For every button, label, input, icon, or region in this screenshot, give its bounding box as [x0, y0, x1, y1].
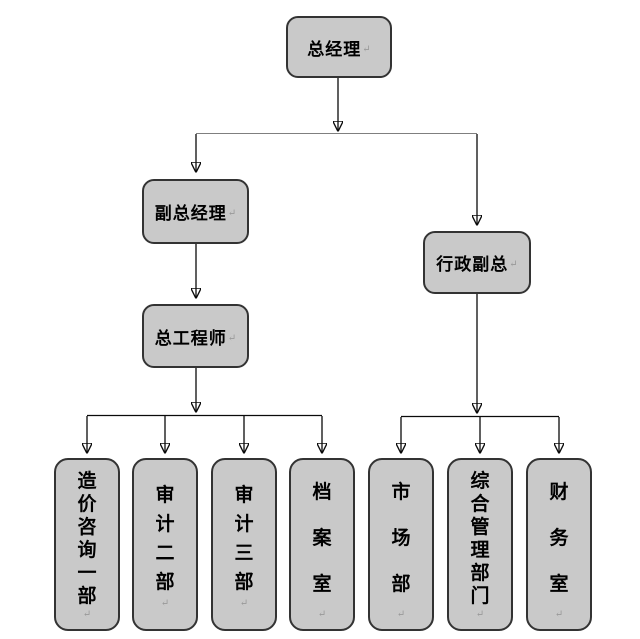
node-general-management-dept: 综合管理部门 ↵: [447, 458, 513, 631]
node-administrative-vice-president: 行政副总↵: [423, 231, 531, 294]
node-archives-room: 档案室 ↵: [289, 458, 355, 631]
return-mark-icon: ↵: [239, 597, 249, 609]
return-mark-icon: ↵: [362, 43, 371, 55]
node-label: 审计二部: [155, 484, 175, 593]
return-mark-icon: ↵: [317, 608, 327, 620]
node-general-manager: 总经理↵: [286, 16, 392, 78]
return-mark-icon: ↵: [396, 608, 406, 620]
return-mark-icon: ↵: [227, 208, 237, 219]
node-finance-room: 财务室 ↵: [526, 458, 592, 631]
return-mark-icon: ↵: [82, 608, 92, 620]
node-label: 副总经理: [154, 204, 227, 223]
node-label: 财务室: [549, 481, 569, 595]
node-marketing-dept: 市场部 ↵: [368, 458, 434, 631]
node-label: 造价咨询一部: [77, 470, 97, 607]
return-mark-icon: ↵: [554, 608, 564, 620]
node-audit-dept-2: 审计二部 ↵: [132, 458, 198, 631]
node-chief-engineer: 总工程师↵: [142, 304, 249, 368]
node-label: 审计三部: [234, 484, 254, 593]
node-audit-dept-3: 审计三部 ↵: [211, 458, 277, 631]
node-label: 总经理: [307, 39, 362, 59]
return-mark-icon: ↵: [509, 259, 518, 270]
node-deputy-general-manager: 副总经理↵: [142, 179, 249, 244]
return-mark-icon: ↵: [160, 597, 170, 609]
node-label: 行政副总: [436, 255, 509, 274]
node-cost-consulting-dept-1: 造价咨询一部 ↵: [54, 458, 120, 631]
return-mark-icon: ↵: [227, 332, 237, 344]
node-label: 综合管理部门: [470, 470, 490, 607]
return-mark-icon: ↵: [475, 608, 485, 620]
node-label: 档案室: [312, 481, 332, 595]
node-label: 总工程师: [154, 328, 227, 348]
node-label: 市场部: [391, 481, 411, 595]
